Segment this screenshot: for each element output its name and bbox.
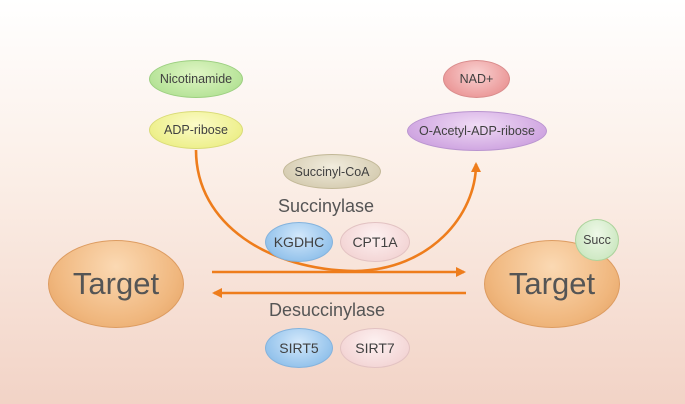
succ-modification-badge: Succ <box>575 219 619 261</box>
nicotinamide-to-succinylation-curve <box>194 149 356 273</box>
sirt7-enzyme-node: SIRT7 <box>340 328 410 368</box>
sirt7-label: SIRT7 <box>355 340 395 356</box>
nad-plus-label: NAD+ <box>459 72 494 86</box>
target-right-label: Target <box>508 266 596 301</box>
sirt5-enzyme-node: SIRT5 <box>265 328 333 368</box>
cpt1a-label: CPT1A <box>352 234 398 250</box>
succ-label: Succ <box>583 233 611 247</box>
nad-plus-node: NAD+ <box>443 60 510 98</box>
succinyl-coa-node: Succinyl-CoA <box>283 154 381 189</box>
adp-ribose-label: ADP-ribose <box>164 123 228 137</box>
adp-ribose-node: ADP-ribose <box>149 111 243 149</box>
kgdhc-enzyme-node: KGDHC <box>265 222 333 262</box>
target-left-label: Target <box>72 266 160 301</box>
desuccinylase-heading: Desuccinylase <box>269 300 386 320</box>
nicotinamide-node: Nicotinamide <box>149 60 243 98</box>
succinylation-to-o-acetyl-adp-ribose-curve <box>354 162 481 273</box>
target-unmodified-node: Target <box>48 240 184 328</box>
o-acetyl-adp-ribose-label: O-Acetyl-ADP-ribose <box>419 124 535 138</box>
kgdhc-label: KGDHC <box>273 234 325 250</box>
sirt5-label: SIRT5 <box>279 340 319 356</box>
cpt1a-enzyme-node: CPT1A <box>340 222 410 262</box>
nicotinamide-label: Nicotinamide <box>159 72 233 86</box>
succinylase-heading: Succinylase <box>278 196 375 216</box>
succinyl-coa-label: Succinyl-CoA <box>294 164 370 179</box>
o-acetyl-adp-ribose-node: O-Acetyl-ADP-ribose <box>407 111 547 151</box>
